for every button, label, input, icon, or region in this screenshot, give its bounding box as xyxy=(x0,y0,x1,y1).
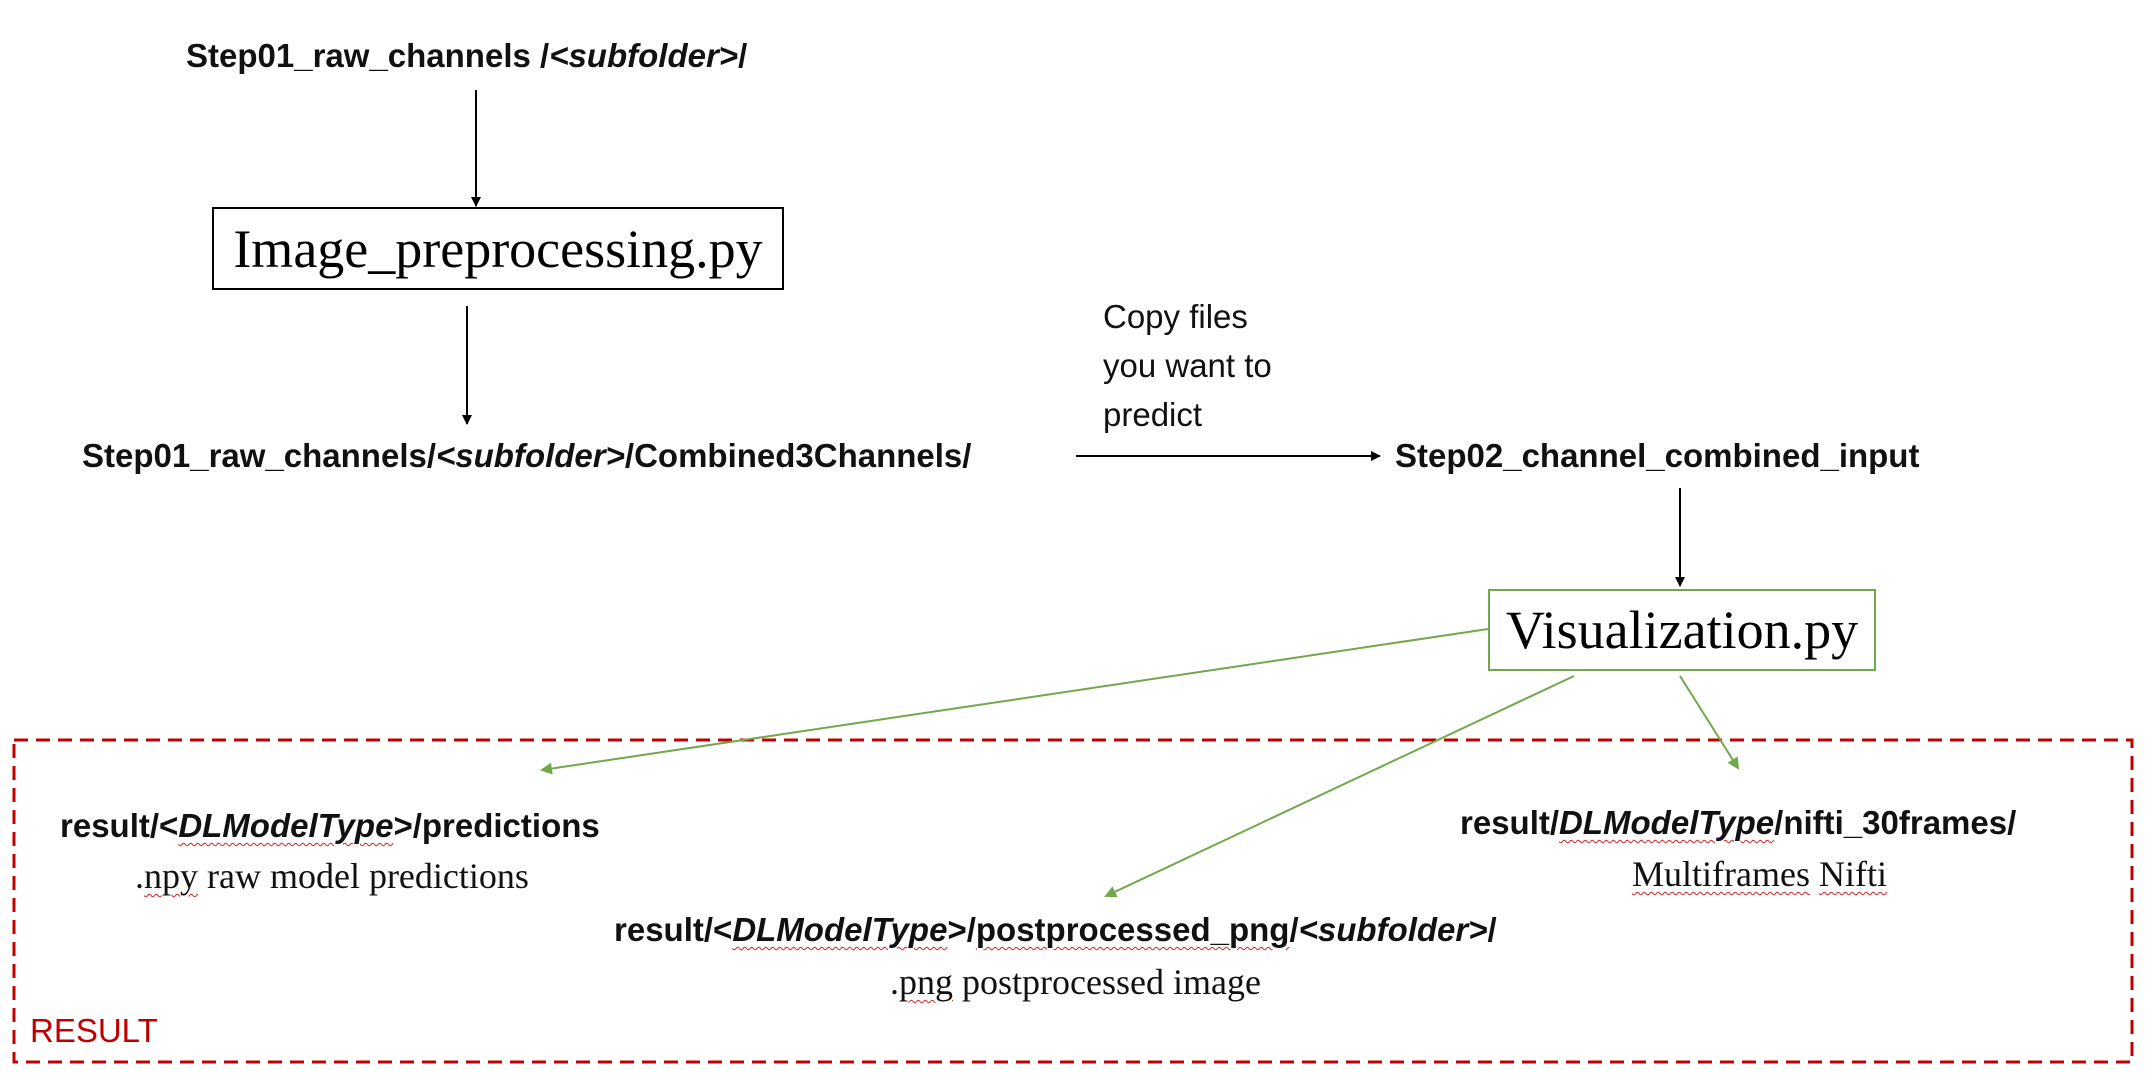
result-region-title: RESULT xyxy=(30,1012,158,1049)
postprocessed-desc-ext: png xyxy=(899,962,953,1002)
copy-note-line-1: Copy files xyxy=(1103,298,1248,335)
arrow-visualization-to-predictions xyxy=(540,628,1489,775)
arrow-visualization-to-nifti xyxy=(1679,675,1740,770)
nifti-model-type: DLModelType xyxy=(1559,804,1775,841)
nifti-desc-multiframes: Multiframes xyxy=(1632,854,1810,894)
node-image-preprocessing: Image_preprocessing.py xyxy=(212,207,784,290)
raw-channels-name: Step01_raw_channels / xyxy=(186,37,550,74)
result-postprocessed-desc: .png postprocessed image xyxy=(890,961,1261,1003)
node-raw-channels: Step01_raw_channels /<subfolder>/ xyxy=(186,37,747,75)
postprocessed-desc-dot: . xyxy=(890,962,899,1002)
predictions-model-type: DLModelType xyxy=(178,807,394,844)
predictions-desc-dot: . xyxy=(135,856,144,896)
copy-note-line-2: you want to xyxy=(1103,347,1272,384)
combined-channels-subfolder: <subfolder> xyxy=(436,437,625,474)
raw-channels-tail: / xyxy=(738,37,748,74)
postprocessed-subfolder: <subfolder> xyxy=(1298,911,1488,948)
nifti-path-suffix: /nifti_30frames/ xyxy=(1774,804,2017,841)
postprocessed-desc-text: postprocessed image xyxy=(953,962,1261,1002)
predictions-path-suffix: >/predictions xyxy=(393,807,600,844)
node-combined-input: Step02_channel_combined_input xyxy=(1395,437,1920,474)
result-predictions-path: result/<DLModelType>/predictions xyxy=(60,807,600,845)
combined-channels-tail: /Combined3Channels/ xyxy=(624,437,972,474)
node-visualization: Visualization.py xyxy=(1488,589,1876,671)
nifti-desc-space xyxy=(1810,854,1819,894)
copy-files-note: Copy files you want to predict xyxy=(1103,292,1272,439)
predictions-desc-text: raw model predictions xyxy=(198,856,529,896)
nifti-path-prefix: result/ xyxy=(1460,804,1560,841)
postprocessed-model-type: DLModelType xyxy=(732,911,948,948)
image-preprocessing-label: Image_preprocessing.py xyxy=(233,218,763,279)
predictions-path-prefix: result/< xyxy=(60,807,179,844)
postprocessed-path-tail: / xyxy=(1487,911,1497,948)
result-predictions-desc: .npy raw model predictions xyxy=(135,855,529,897)
combined-channels-name: Step01_raw_channels/ xyxy=(82,437,437,474)
predictions-desc-ext: npy xyxy=(144,856,198,896)
nifti-desc-nifti: Nifti xyxy=(1818,854,1887,894)
result-postprocessed-path: result/<DLModelType>/postprocessed_png/<… xyxy=(614,911,1497,949)
result-region xyxy=(12,738,2134,1064)
raw-channels-subfolder: <subfolder> xyxy=(549,37,739,74)
postprocessed-path-prefix: result/< xyxy=(614,911,733,948)
copy-note-line-3: predict xyxy=(1103,396,1203,433)
postprocessed-folder: postprocessed_png xyxy=(975,911,1290,948)
postprocessed-path-mid: >/ xyxy=(947,911,976,948)
arrow-visualization-to-postprocessed xyxy=(1104,675,1575,898)
result-nifti-path: result/DLModelType/nifti_30frames/ xyxy=(1460,804,2016,842)
postprocessed-path-slash: / xyxy=(1289,911,1299,948)
result-nifti-desc: Multiframes Nifti xyxy=(1632,853,1887,895)
node-combined-channels: Step01_raw_channels/<subfolder>/Combined… xyxy=(82,437,971,475)
visualization-label: Visualization.py xyxy=(1505,600,1859,660)
